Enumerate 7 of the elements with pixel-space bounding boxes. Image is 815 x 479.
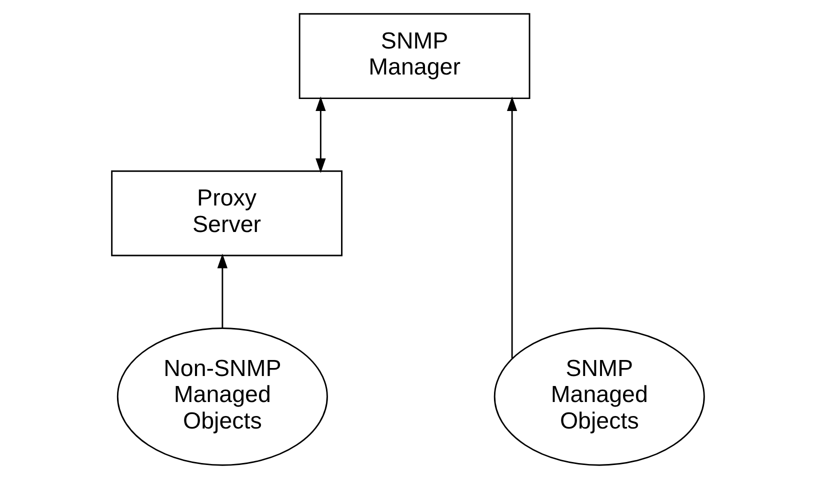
node-box: SNMP Manager [298,13,530,100]
arrow [216,254,228,328]
node-ellipse: SNMP Managed Objects [493,328,704,466]
node-box: Proxy Server [110,170,342,256]
arrow [315,96,326,173]
node-ellipse: Non-SNMP Managed Objects [116,328,328,466]
arrow [506,96,517,358]
